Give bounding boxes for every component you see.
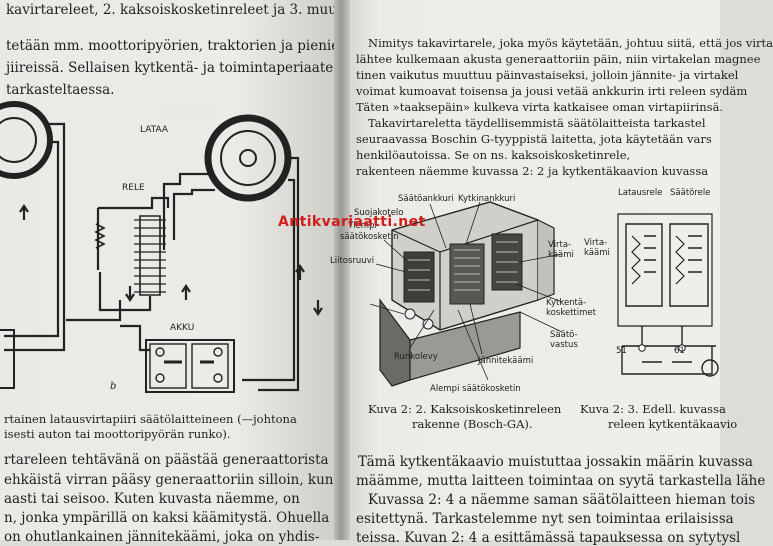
right-page: Nimitys takavirtarele, joka myös käytetä… <box>330 0 773 546</box>
right-text-line: voimat kumoavat toisensa ja jousi vetää … <box>356 84 748 98</box>
right-text-line: lähtee kulkemaan akusta generaattoriin p… <box>356 52 761 66</box>
right-body-line: Tämä kytkentäkaavio muistuttaa jossakin … <box>358 454 753 470</box>
label-virtakaami-2: Virta- käämi <box>584 238 610 258</box>
label-runkolevy: Runkolevy <box>394 352 438 362</box>
right-body-line: teissa. Kuvan 2: 4 a esittämässä tapauks… <box>356 530 741 546</box>
left-body-line: n, jonka ympärillä on kaksi käämitystä. … <box>4 510 330 526</box>
label-jannitekaami: Jännitekäämi <box>478 356 534 366</box>
caption-fig22-line2: rakenne (Bosch-GA). <box>412 417 533 431</box>
left-text-line: tarkasteltaessa. <box>6 82 115 98</box>
left-body-line: rtareleen tehtävänä on päästää generaatt… <box>4 452 329 468</box>
right-body-line: määmme, mutta laitteen toimintaa on syyt… <box>356 473 766 489</box>
label-kytkentakoskettimet: Kytkentä- koskettimet <box>546 298 596 318</box>
label-51: 51 <box>616 346 627 356</box>
right-text-line: Nimitys takavirtarele, joka myös käytetä… <box>368 36 773 50</box>
right-text-line: Täten »taaksepäin» kulkeva virta katkais… <box>356 100 724 114</box>
label-ylempi: Ylempi <box>348 221 377 231</box>
right-body-line: Kuvassa 2: 4 a näemme saman säätölaittee… <box>368 492 756 508</box>
label-b: b <box>110 381 117 392</box>
left-body-line: ehkäistä virran pääsy generaattoriin sil… <box>4 472 334 488</box>
right-text-line: Takavirtareletta täydellisemmistä säätöl… <box>368 116 706 130</box>
left-caption-line: isesti auton tai moottoripyörän runko). <box>4 427 231 441</box>
label-61: 61 <box>674 346 685 356</box>
label-lataa: LATAA <box>140 125 169 135</box>
label-kytkinankkuri: Kytkinankkuri <box>458 194 516 204</box>
label-suojakotelo: Suojakotelo <box>354 208 404 218</box>
left-caption-line: rtainen latausvirtapiiri säätölaitteinee… <box>4 412 297 426</box>
label-latausrele: Latausrele <box>618 188 663 198</box>
label-virtakaami: Virta- käämi <box>548 240 574 260</box>
right-text-line: seuraavassa Boschin G-tyyppistä laitetta… <box>356 132 712 146</box>
label-saatoankkuri: Säätöankkuri <box>398 194 454 204</box>
label-saatorele: Säätörele <box>670 188 711 198</box>
right-text-line: tinen vaikutus muuttuu päinvastaiseksi, … <box>356 68 739 82</box>
label-akku: AKKU <box>170 323 195 333</box>
left-body-line: aasti tai seisoo. Kuten kuvasta näemme, … <box>4 491 300 507</box>
left-text-line: kavirtareleet, 2. kaksoiskosketinreleet … <box>6 2 343 18</box>
left-body-line: on ohutlankainen jännitekäämi, joka on y… <box>4 529 320 545</box>
caption-fig23-line1: Kuva 2: 3. Edell. kuvassa <box>580 402 726 416</box>
right-body-line: esitettynä. Tarkastelemme nyt sen toimin… <box>356 511 734 527</box>
relay-structure-illustration <box>369 201 563 387</box>
label-saatovastus: Säätö- vastus <box>550 330 578 350</box>
left-page: kavirtareleet, 2. kaksoiskosketinreleet … <box>0 0 348 545</box>
caption-fig23-line2: releen kytkentäkaavio <box>608 417 738 431</box>
label-alempi-saatokosketin: Alempi säätökosketin <box>430 384 521 394</box>
label-liitosruuvi: Liitosruuvi <box>330 256 375 266</box>
left-text-line: jiireissä. Sellaisen kytkentä- ja toimin… <box>6 60 334 76</box>
book-gutter <box>334 0 350 540</box>
left-text-line: tetään mm. moottoripyörien, traktorien j… <box>6 38 348 54</box>
caption-fig22-line1: Kuva 2: 2. Kaksoiskosketinreleen <box>368 402 562 416</box>
watermark-text: Antikvariaatti.net <box>278 214 426 230</box>
charging-circuit-diagram <box>0 101 323 393</box>
label-saatokosketin: säätökosketin <box>340 232 399 242</box>
relay-wiring-diagram <box>617 213 719 377</box>
right-text-line: rakenteen näemme kuvassa 2: 2 ja kytkent… <box>356 164 709 178</box>
right-text-line: henkilöautoissa. Se on ns. kaksoiskosket… <box>356 148 631 162</box>
label-rele: RELE <box>122 183 145 193</box>
